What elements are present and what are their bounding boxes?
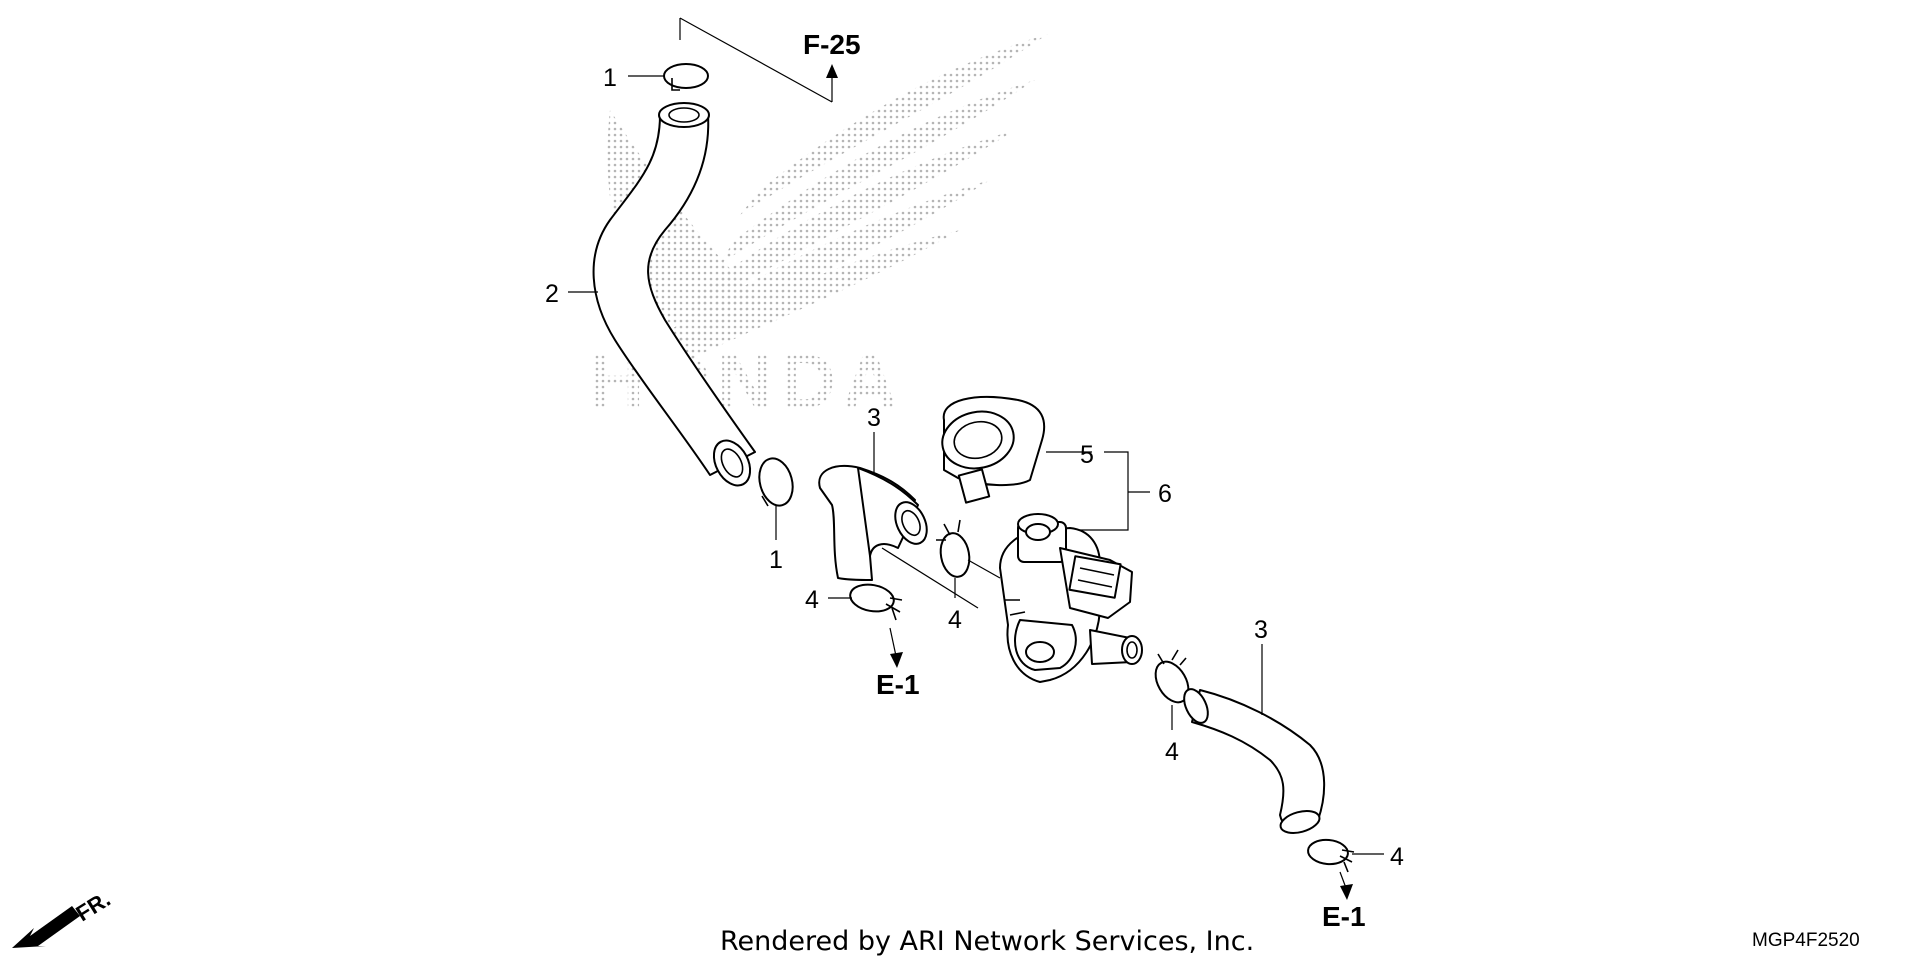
- hose-part-2: [592, 102, 756, 487]
- callout-4-left: 4: [805, 586, 819, 614]
- callout-4-valve: 4: [1165, 738, 1179, 766]
- callout-3-left: 3: [867, 404, 881, 432]
- callout-5: 5: [1080, 441, 1094, 469]
- callout-3-right: 3: [1254, 616, 1268, 644]
- f25-reference: F-25: [679, 17, 861, 103]
- callout-1-top: 1: [603, 64, 617, 92]
- callout-6: 6: [1158, 480, 1172, 508]
- clamp-part-5: [941, 395, 1046, 504]
- callout-1-mid: 1: [769, 546, 783, 574]
- clip-part-4-left: [849, 583, 903, 621]
- front-direction-arrow: FR.: [12, 886, 115, 948]
- callout-4-mid: 4: [948, 606, 962, 634]
- ref-label-e1-right: E-1: [1322, 901, 1366, 932]
- air-injection-valve: [999, 513, 1143, 683]
- front-indicator-label: FR.: [71, 886, 114, 926]
- ref-label-f25: F-25: [803, 29, 861, 60]
- clip-part-4-mid: [936, 519, 971, 578]
- hose-part-3-right: [1183, 688, 1326, 834]
- clip-part-4-valve: [1154, 649, 1190, 704]
- clamp-part-1-top: [663, 63, 709, 91]
- hose-part-3-left: [818, 465, 928, 581]
- arrow-to-e1-left: [889, 627, 903, 668]
- callout-4-right: 4: [1390, 843, 1404, 871]
- ref-label-e1-left: E-1: [876, 669, 920, 700]
- diagram-code: MGP4F2520: [1752, 930, 1860, 951]
- footer-credit: Rendered by ARI Network Services, Inc.: [720, 926, 1254, 957]
- clamp-part-1-mid: [758, 457, 794, 507]
- arrow-to-e1-right: [1339, 871, 1353, 900]
- callout-2: 2: [545, 280, 559, 308]
- clip-part-4-right: [1307, 838, 1355, 873]
